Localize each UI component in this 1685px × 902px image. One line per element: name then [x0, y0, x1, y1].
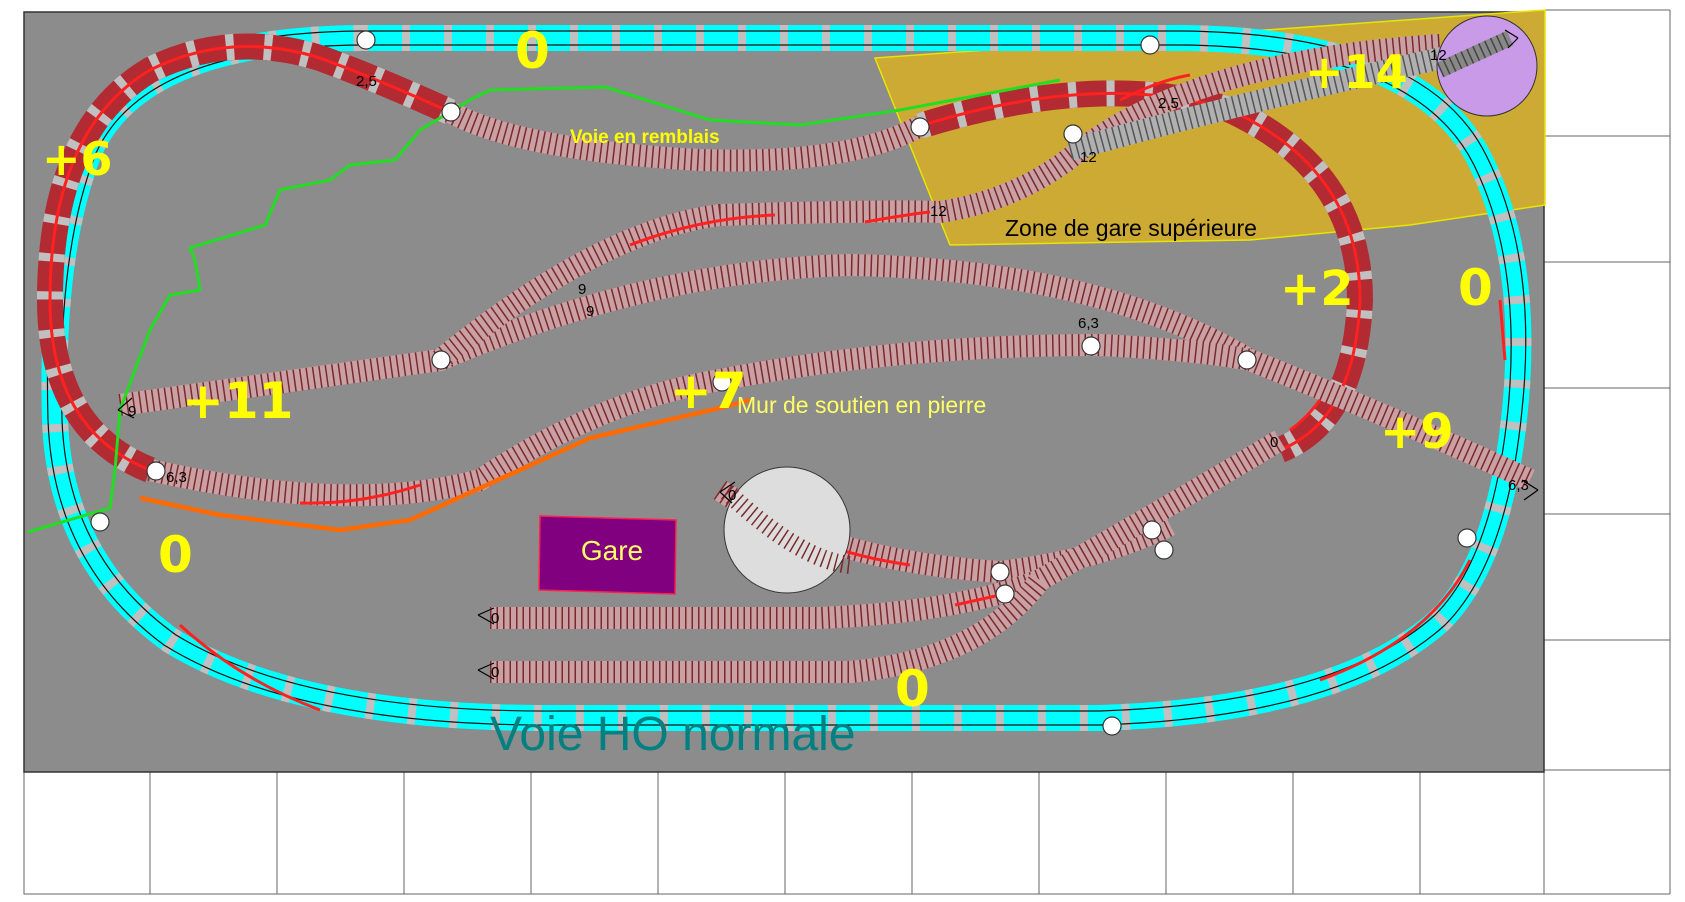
elevation-label: +11	[182, 372, 293, 430]
embankment-label: Voie en remblais	[570, 127, 720, 148]
gradient-label: 6,3	[1508, 477, 1529, 494]
buffer-stops	[117, 29, 1539, 680]
gradient-label: 9	[578, 281, 586, 298]
gradient-label: 0	[491, 610, 499, 627]
gradient-label: 12	[1430, 47, 1447, 64]
gradient-label: 6,3	[1078, 315, 1099, 332]
turntable-upper	[1436, 15, 1538, 117]
stone-wall-label: Mur de soutien en pierre	[737, 392, 986, 418]
stone-wall-line	[139, 397, 751, 533]
gradient-label: 9	[586, 303, 594, 320]
elevation-label: +9	[1380, 404, 1454, 460]
raised-track-loop	[36, 33, 1374, 483]
upper-station-zone-label: Zone de gare supérieure	[1005, 215, 1257, 241]
gradient-label: 6,3	[166, 469, 187, 486]
turnout-markers	[90, 30, 1477, 736]
elevation-labels: +6 0 +14 +2 0 +11 +7 +9 0 0	[42, 22, 1493, 718]
gradient-label: 12	[1080, 149, 1097, 166]
elevation-label: 0	[158, 526, 193, 584]
normal-track-label: Voie HO normale	[490, 708, 856, 761]
elevation-label: 0	[895, 660, 930, 718]
station-building: Gare	[538, 515, 677, 595]
elevation-label: 0	[1458, 259, 1493, 317]
gradient-label: 0	[1270, 434, 1278, 451]
gradient-label: 0	[728, 487, 736, 504]
gradient-label: 2,5	[356, 73, 377, 90]
station-label: Gare	[581, 535, 643, 566]
elevation-label: +14	[1305, 45, 1408, 99]
elevation-label: +7	[670, 362, 747, 420]
turntable-lower	[723, 466, 851, 594]
elevation-label: +6	[42, 132, 113, 186]
embankment-line	[27, 78, 1061, 534]
gradient-label: 0	[491, 664, 499, 681]
elevation-label: +2	[1280, 261, 1354, 317]
gradient-label: 2,5	[1158, 95, 1179, 112]
elevation-label: 0	[515, 22, 550, 80]
gradient-label: 12	[930, 203, 947, 220]
gradient-label: 9	[128, 403, 136, 420]
gradient-labels: 2,5 2,5 12 12 12 9 9 9 6,3 6,3 6,3 0 0 0…	[128, 47, 1529, 681]
